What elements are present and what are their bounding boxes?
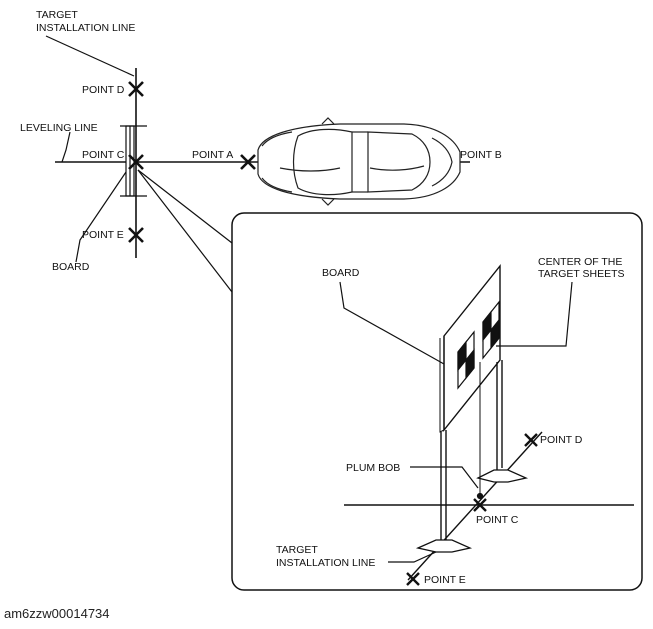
overview-point-b-label: POINT B [460,149,502,161]
center-target-label-1: CENTER OF THE [538,256,622,268]
target-line-leader [45,35,135,77]
detail-point-d-mark [524,433,538,447]
leveling-line-label: LEVELING LINE [20,122,98,134]
plum-bob-label: PLUM BOB [346,462,400,474]
detail-target-line-leader [388,551,437,563]
overview-target-line-label-1: TARGET [36,9,78,21]
detail-point-e-mark [406,572,420,586]
figure-caption: am6zzw00014734 [4,606,110,621]
board-foot-rear [476,469,529,483]
overview-point-c-label: POINT C [82,149,125,161]
point-c-mark [128,154,144,170]
detail-point-c-mark [473,498,487,512]
zoom-line-lower [137,169,233,293]
overview-target-line-label-2: INSTALLATION LINE [36,22,135,34]
detail-point-e-label: POINT E [424,574,466,586]
detail-point-c-label: POINT C [476,514,519,526]
vehicle-top-view [257,117,461,206]
center-target-leader [496,281,573,347]
overview-point-e-label: POINT E [82,229,124,241]
point-a-mark [240,154,256,170]
point-e-mark [128,227,144,243]
target-sheet-left [457,330,475,390]
plum-bob-leader [410,466,479,489]
detail-section [339,264,634,586]
detail-point-d-label: POINT D [540,434,583,446]
detail-callout-box [231,212,643,591]
overview-point-a-label: POINT A [192,149,233,161]
board-leader [75,171,127,263]
center-target-label-2: TARGET SHEETS [538,268,625,280]
zoom-line-upper [137,169,233,244]
target-installation-floor-line [407,431,543,581]
overview-board-label: BOARD [52,261,90,273]
overview-point-d-label: POINT D [82,84,125,96]
plum-bob [476,492,484,500]
detail-board-label: BOARD [322,267,360,279]
target-installation-diagram: TARGET INSTALLATION LINE POINT D LEVELIN… [20,9,643,591]
detail-board-leader [339,281,445,365]
detail-target-line-label-1: TARGET [276,544,318,556]
target-sheet-right [482,300,500,360]
point-d-mark [128,81,144,97]
leveling-line-leader [61,131,71,163]
detail-target-line-label-2: INSTALLATION LINE [276,557,375,569]
